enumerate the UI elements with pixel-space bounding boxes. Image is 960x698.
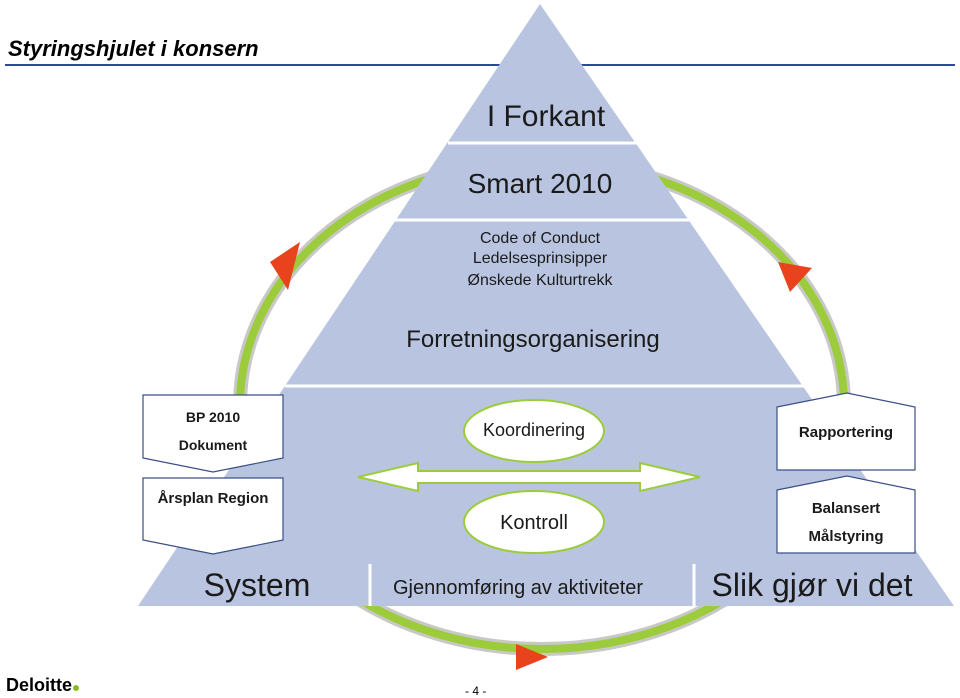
page-number: - 4 - — [465, 684, 487, 698]
value-ledelsesprinsipper: Ledelsesprinsipper — [472, 250, 608, 267]
double-arrow — [357, 461, 701, 493]
level-forkant: I Forkant — [486, 100, 606, 133]
logo-text: Deloitte — [6, 675, 73, 695]
page-title: Styringshjulet i konsern — [8, 36, 259, 61]
right-box-malstyring: Målstyring — [808, 528, 884, 545]
right-box-balansert: Balansert — [811, 500, 881, 517]
left-box-top-shape — [142, 394, 284, 473]
base-slik-gjor-vi-det: Slik gjør vi det — [711, 567, 913, 603]
right-box-bottom-shape — [776, 475, 916, 554]
cycle-arrow-right — [778, 262, 812, 292]
left-box-dokument: Dokument — [178, 437, 248, 453]
cycle-arrow-left — [270, 242, 300, 290]
value-code-of-conduct: Code of Conduct — [479, 230, 601, 247]
base-gjennomforing: Gjennomføring av aktiviteter — [392, 577, 644, 599]
right-box-top-shape — [776, 392, 916, 471]
title-divider — [5, 64, 955, 66]
kontroll-ellipse — [463, 490, 605, 554]
value-kulturtrekk: Ønskede Kulturtrekk — [467, 272, 613, 289]
cycle-arrow-bottom — [516, 644, 548, 670]
pyramid — [138, 4, 954, 606]
right-box-rapportering: Rapportering — [798, 424, 894, 441]
left-box-arsplan-region: Årsplan Region — [157, 490, 269, 507]
level-smart-2010: Smart 2010 — [467, 168, 613, 199]
deloitte-logo: Deloitte — [6, 675, 80, 696]
logo-dot-icon — [73, 685, 80, 691]
base-system: System — [203, 567, 311, 603]
koordinering-ellipse — [463, 399, 605, 463]
level-forretningsorganisering: Forretningsorganisering — [406, 326, 660, 353]
kontroll-label: Kontroll — [500, 512, 568, 534]
left-box-bp-2010: BP 2010 — [185, 409, 241, 425]
koordinering-label: Koordinering — [482, 420, 586, 440]
left-box-bottom-shape — [142, 477, 284, 555]
